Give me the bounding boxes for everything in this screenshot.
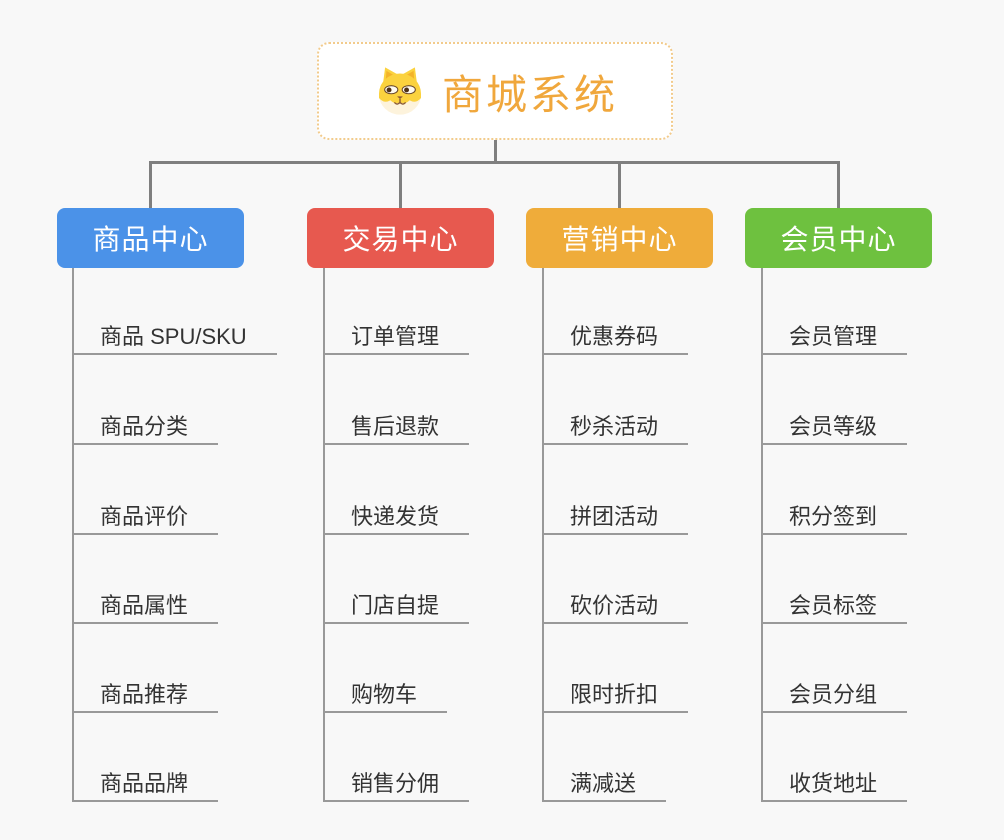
branch-label: 交易中心: [342, 224, 459, 255]
branch-trunk-trade: [323, 268, 325, 802]
root-node[interactable]: 商城系统: [317, 42, 673, 140]
leaf-node-express-delivery[interactable]: 快递发货: [323, 504, 470, 535]
leaf-node-store-pickup[interactable]: 门店自提: [323, 593, 470, 624]
leaf-node-limited-time-discount[interactable]: 限时折扣: [542, 682, 689, 713]
branch-trunk-member: [761, 268, 763, 802]
leaf-node-coupon-code[interactable]: 优惠券码: [542, 324, 689, 355]
branch-node-trade-center[interactable]: 交易中心: [307, 208, 494, 268]
leaf-node-product-brand[interactable]: 商品品牌: [72, 771, 219, 802]
branch-label: 营销中心: [561, 224, 678, 255]
connector-stub-trade: [399, 161, 402, 208]
leaf-node-shopping-cart[interactable]: 购物车: [323, 682, 448, 713]
leaf-node-member-group[interactable]: 会员分组: [761, 682, 908, 713]
branch-node-product-center[interactable]: 商品中心: [57, 208, 244, 268]
leaf-node-full-reduction[interactable]: 满减送: [542, 771, 667, 802]
branch-label: 商品中心: [92, 224, 209, 255]
connector-stub-marketing: [618, 161, 621, 208]
leaf-node-product-recommend[interactable]: 商品推荐: [72, 682, 219, 713]
leaf-node-after-sale-refund[interactable]: 售后退款: [323, 414, 470, 445]
leaf-node-shipping-address[interactable]: 收货地址: [761, 771, 908, 802]
connector-horizontal-bar: [149, 161, 840, 164]
connector-root-stem: [494, 140, 497, 164]
leaf-node-points-checkin[interactable]: 积分签到: [761, 504, 908, 535]
leaf-node-product-review[interactable]: 商品评价: [72, 504, 219, 535]
leaf-node-product-attribute[interactable]: 商品属性: [72, 593, 219, 624]
branch-node-marketing-center[interactable]: 营销中心: [526, 208, 713, 268]
leaf-node-bargain-activity[interactable]: 砍价活动: [542, 593, 689, 624]
connector-stub-product: [149, 161, 152, 208]
dog-face-icon: [372, 63, 428, 119]
leaf-node-flash-sale[interactable]: 秒杀活动: [542, 414, 689, 445]
leaf-node-member-level[interactable]: 会员等级: [761, 414, 908, 445]
branch-trunk-marketing: [542, 268, 544, 802]
connector-stub-member: [837, 161, 840, 208]
leaf-node-product-category[interactable]: 商品分类: [72, 414, 219, 445]
leaf-node-member-tag[interactable]: 会员标签: [761, 593, 908, 624]
leaf-node-group-buy[interactable]: 拼团活动: [542, 504, 689, 535]
leaf-node-member-management[interactable]: 会员管理: [761, 324, 908, 355]
root-node-label: 商城系统: [442, 72, 618, 118]
leaf-node-product-spu-sku[interactable]: 商品 SPU/SKU: [72, 324, 277, 355]
branch-trunk-product: [72, 268, 74, 802]
leaf-node-order-management[interactable]: 订单管理: [323, 324, 470, 355]
branch-label: 会员中心: [780, 224, 897, 255]
branch-node-member-center[interactable]: 会员中心: [745, 208, 932, 268]
leaf-node-sales-commission[interactable]: 销售分佣: [323, 771, 470, 802]
